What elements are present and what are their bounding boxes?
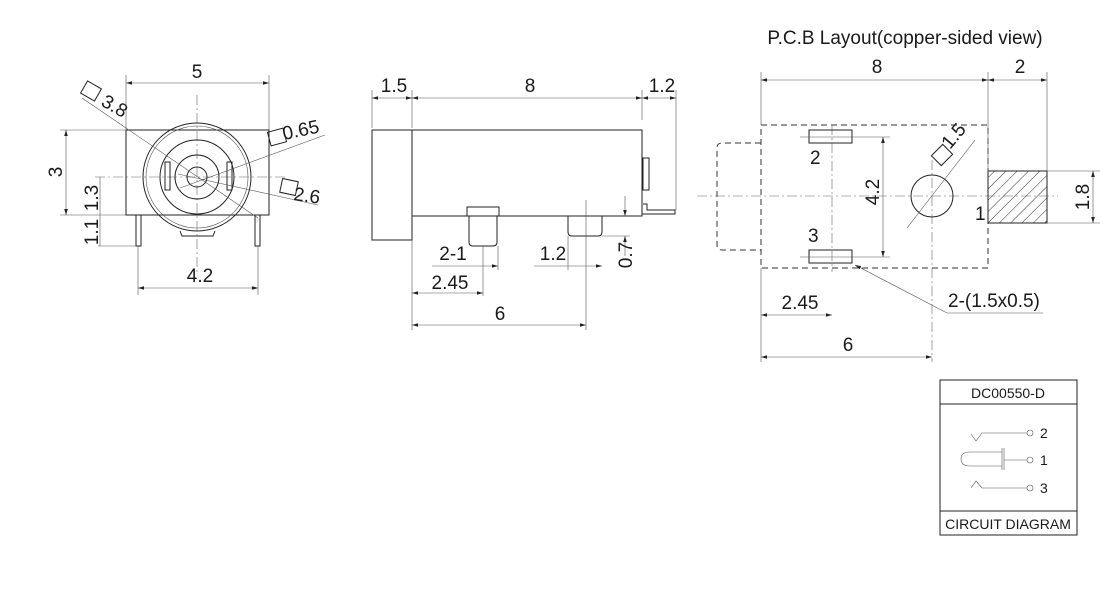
circuit-caption: CIRCUIT DIAGRAM [945,516,1071,532]
circuit-pin-3: 3 [1040,480,1048,496]
dim-front: 1.5 [381,76,407,97]
pad-2 [808,129,853,144]
dim-pin-w: 1.2 [540,244,566,265]
dim-length: 8 [525,76,536,97]
dim-rear-pin-pos: 6 [495,304,506,325]
front-view: 5 3 1.3 1.1 4.2 3.8 0.65 2.6 [46,62,326,295]
pcb-outline [760,124,989,269]
pin-label-1: 1 [975,204,986,225]
dim-h1: 1.1 [82,219,103,245]
dim-hole-pos: 6 [843,335,854,356]
side-body [411,129,643,217]
dim-pin-span: 4.2 [187,266,213,287]
dim-height: 3 [46,167,67,178]
center-pin [186,166,208,188]
pcb-title: P.C.B Layout(copper-sided view) [767,28,1042,49]
side-front-lip [371,129,413,241]
dim-tab: 2-1 [439,244,466,265]
dim-pad-size: 2-(1.5x0.5) [948,291,1040,312]
dim-pad1-h: 1.8 [1073,184,1094,210]
dim-pad-pos: 2.45 [782,293,819,314]
mounting-hole [910,174,954,218]
dim-dia-inner: 2.6 [292,184,321,208]
part-number: DC00550-D [971,385,1045,401]
pad-1 [987,170,1048,224]
dim-pin-h: 0.7 [616,242,637,268]
dim-pcb-length: 8 [872,57,883,78]
circuit-pin-2: 2 [1040,425,1048,441]
side-view: 1.5 8 1.2 2-1 2.45 6 1.2 0.7 [371,76,677,330]
dim-pad-span: 4.2 [863,179,884,205]
dim-dia-pin: 0.65 [281,117,322,145]
dim-tab-pos: 2.45 [432,273,469,294]
pcb-layout: P.C.B Layout(copper-sided view) 2 3 1 8 … [697,28,1100,362]
dim-h2: 1.3 [82,185,103,211]
front-body [125,129,270,216]
pin-label-2: 2 [810,148,821,169]
circuit-diagram: DC00550-D CIRCUIT DIAGRAM 2 1 3 [939,379,1078,536]
dim-width: 5 [192,62,203,83]
pin-label-3: 3 [808,226,819,247]
jack-outer-ring [142,122,252,232]
dim-rear: 1.2 [649,76,675,97]
dim-pcb-ext: 2 [1015,57,1026,78]
pad-3 [808,249,853,264]
circuit-pin-1: 1 [1040,452,1048,468]
